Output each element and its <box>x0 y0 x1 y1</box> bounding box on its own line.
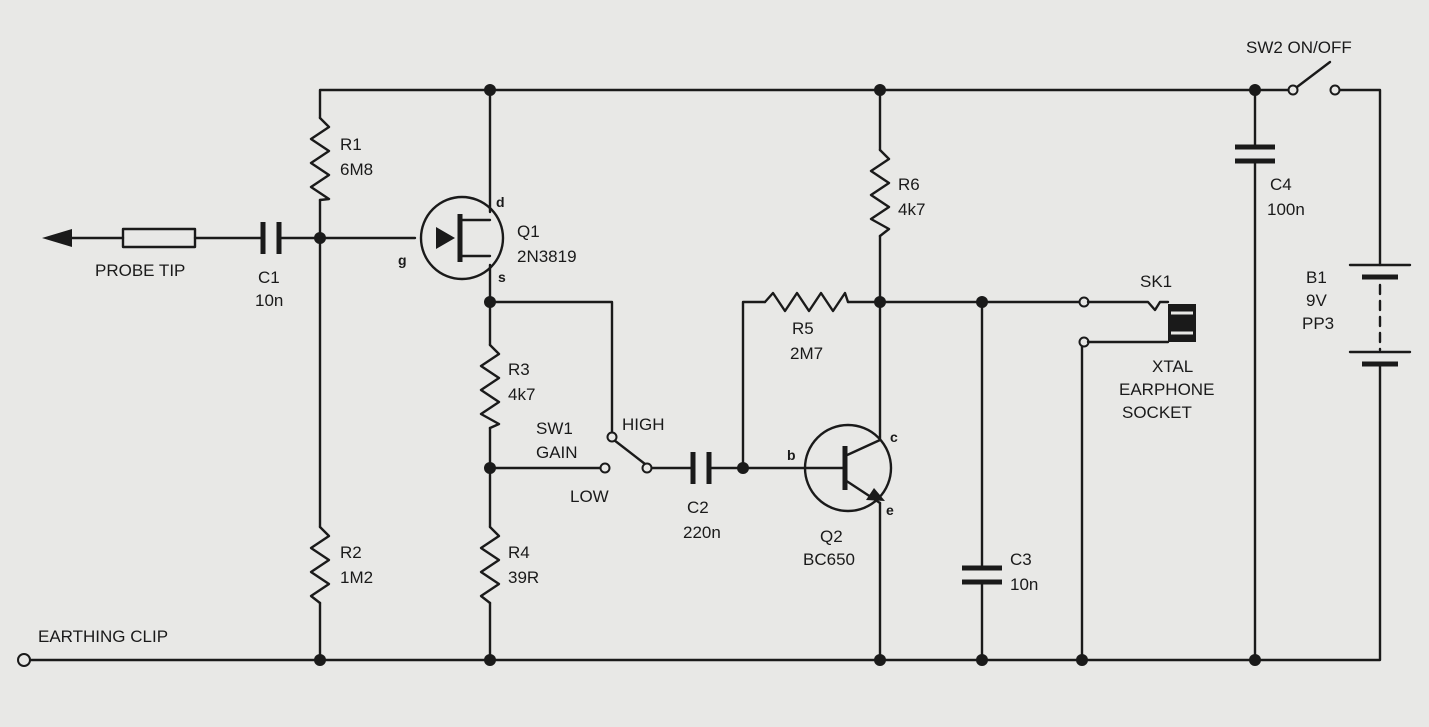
c4-value: 100n <box>1267 200 1305 219</box>
resistor-r4 <box>479 525 501 605</box>
c1-value: 10n <box>255 291 283 310</box>
sk1-line1: XTAL <box>1152 357 1193 376</box>
r4-value: 39R <box>508 568 539 587</box>
sw1-high-label: HIGH <box>622 415 665 434</box>
socket-sk1 <box>1078 296 1196 348</box>
r3-value: 4k7 <box>508 385 535 404</box>
earthing-clip-terminal <box>17 653 31 667</box>
c2-ref: C2 <box>687 498 709 517</box>
r3-ref: R3 <box>508 360 530 379</box>
junction-dots <box>314 84 1261 666</box>
resistor-r3 <box>479 343 501 430</box>
earphone-plug-icon <box>1168 304 1196 342</box>
q1-ref: Q1 <box>517 222 540 241</box>
q2-value: BC650 <box>803 550 855 569</box>
battery-b1 <box>1348 263 1412 367</box>
sk1-line3: SOCKET <box>1122 403 1192 422</box>
sw1-ref: SW1 <box>536 419 573 438</box>
c2-value: 220n <box>683 523 721 542</box>
q1-drain-pin: d <box>496 194 505 210</box>
capacitor-c4 <box>1235 144 1275 164</box>
switch-sw1 <box>599 431 653 474</box>
switch-sw2 <box>1287 60 1341 96</box>
b1-type: PP3 <box>1302 314 1334 333</box>
probe-tip-label: PROBE TIP <box>95 261 185 280</box>
q1-source-pin: s <box>498 269 506 285</box>
q2-emitter-pin: e <box>886 502 894 518</box>
sw1-low-label: LOW <box>570 487 609 506</box>
resistor-r2 <box>309 525 331 605</box>
earthing-clip-label: EARTHING CLIP <box>38 627 168 646</box>
sw2-label: SW2 ON/OFF <box>1246 38 1352 57</box>
c1-ref: C1 <box>258 268 280 287</box>
r1-value: 6M8 <box>340 160 373 179</box>
r5-ref: R5 <box>792 319 814 338</box>
q2-collector-pin: c <box>890 429 898 445</box>
b1-ref: B1 <box>1306 268 1327 287</box>
sw1-name: GAIN <box>536 443 578 462</box>
c4-ref: C4 <box>1270 175 1292 194</box>
resistor-r5 <box>763 291 850 313</box>
capacitor-c3 <box>962 565 1002 585</box>
sk1-line2: EARPHONE <box>1119 380 1214 399</box>
b1-voltage: 9V <box>1306 291 1327 310</box>
q1-gate-pin: g <box>398 252 407 268</box>
transistor-q2-npn <box>803 423 893 513</box>
q2-ref: Q2 <box>820 527 843 546</box>
r5-value: 2M7 <box>790 344 823 363</box>
sk1-ref: SK1 <box>1140 272 1172 291</box>
r2-ref: R2 <box>340 543 362 562</box>
probe-arrow <box>42 229 72 247</box>
capacitor-c1 <box>260 222 282 254</box>
q2-base-pin: b <box>787 447 796 463</box>
wires <box>26 88 1382 662</box>
r4-ref: R4 <box>508 543 530 562</box>
capacitor-c2 <box>690 452 712 484</box>
resistor-r1 <box>309 116 331 202</box>
r6-value: 4k7 <box>898 200 925 219</box>
r2-value: 1M2 <box>340 568 373 587</box>
transistor-q1-jfet <box>419 195 505 281</box>
c3-ref: C3 <box>1010 550 1032 569</box>
probe-resistor <box>121 227 197 249</box>
q1-value: 2N3819 <box>517 247 577 266</box>
c3-value: 10n <box>1010 575 1038 594</box>
r6-ref: R6 <box>898 175 920 194</box>
r1-ref: R1 <box>340 135 362 154</box>
resistor-r6 <box>869 148 891 238</box>
